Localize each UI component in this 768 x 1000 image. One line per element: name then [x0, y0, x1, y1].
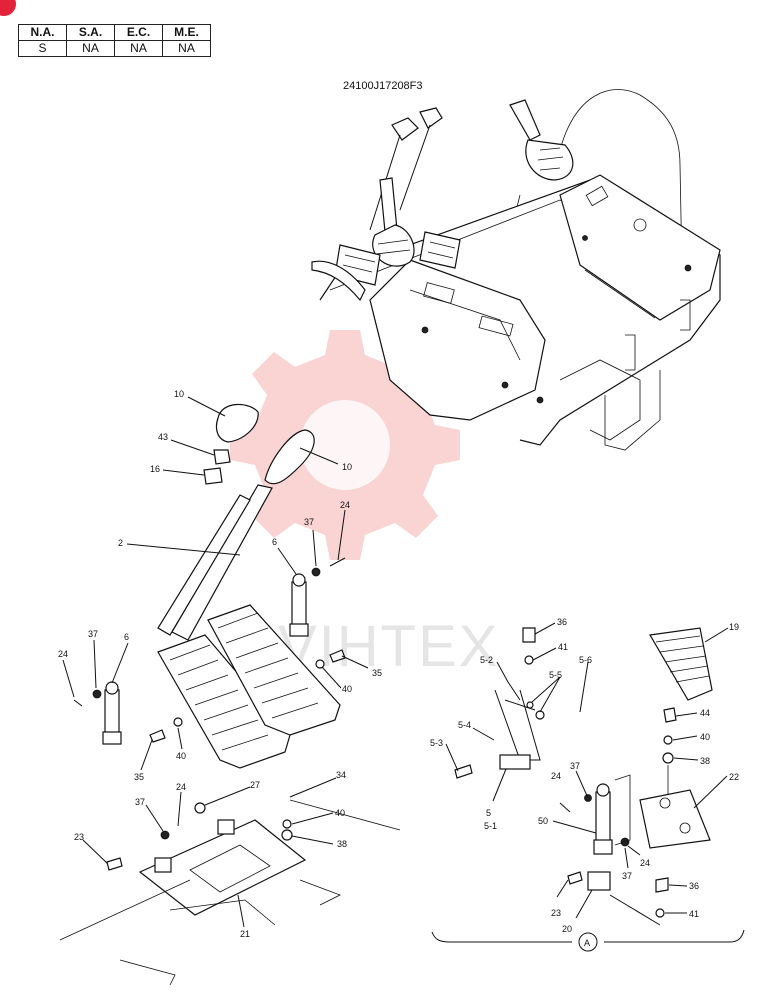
callout-20: 20 [562, 924, 572, 934]
callout-6-right: 6 [272, 537, 277, 547]
corner-badge [0, 0, 16, 16]
callout-38-detail: 38 [700, 756, 710, 766]
callout-40-detail: 40 [700, 732, 710, 742]
callout-36-top: 36 [557, 617, 567, 627]
callout-5: 5 [486, 808, 491, 818]
callout-labels: 10 43 16 10 24 37 2 6 6 37 24 35 40 40 3… [58, 389, 739, 939]
callout-24-plate: 24 [176, 782, 186, 792]
callout-37-left: 37 [88, 629, 98, 639]
market-value-sa: NA [66, 40, 115, 57]
callout-37-lower: 37 [622, 871, 632, 881]
callout-5-4: 5-4 [458, 720, 471, 730]
callout-40-left: 40 [176, 751, 186, 761]
callout-5-3: 5-3 [430, 738, 443, 748]
callout-36-lower: 36 [689, 881, 699, 891]
detail-a-assembly: A [431, 627, 745, 952]
callout-40-right: 40 [342, 684, 352, 694]
callout-5-6: 5-6 [579, 655, 592, 665]
callout-5-1: 5-1 [484, 821, 497, 831]
callout-34: 34 [336, 770, 346, 780]
callout-37-detail: 37 [570, 761, 580, 771]
callout-38-plate: 38 [337, 839, 347, 849]
callout-5-5: 5-5 [549, 670, 562, 680]
callout-50: 50 [538, 816, 548, 826]
callout-24-detail: 24 [551, 771, 561, 781]
market-availability-table: N.A. S.A. E.C. M.E. S NA NA NA [18, 24, 211, 57]
callout-24-upper: 24 [340, 500, 350, 510]
callout-23-detail: 23 [551, 908, 561, 918]
callout-21: 21 [240, 929, 250, 939]
callout-44: 44 [700, 708, 710, 718]
market-header-row: N.A. S.A. E.C. M.E. [18, 24, 211, 41]
callout-35-right: 35 [372, 668, 382, 678]
cab-console-overview [311, 89, 721, 451]
watermark-text: VIHTEX [278, 614, 500, 679]
detail-a-marker [578, 932, 598, 952]
callout-35-left: 35 [134, 772, 144, 782]
drawing-code: 24100J17208F3 [343, 80, 423, 92]
callout-5-2: 5-2 [480, 655, 493, 665]
market-value-row: S NA NA NA [18, 40, 211, 57]
callout-2: 2 [118, 538, 123, 548]
detail-a-label: A [584, 938, 590, 948]
callout-10-knob: 10 [342, 462, 352, 472]
callout-22: 22 [729, 772, 739, 782]
callout-23-plate: 23 [74, 832, 84, 842]
market-value-na: S [18, 40, 67, 57]
market-header-sa: S.A. [66, 24, 115, 41]
callout-16: 16 [150, 464, 160, 474]
travel-lever-assembly [73, 403, 346, 769]
market-value-me: NA [162, 40, 211, 57]
callout-37-upper: 37 [304, 517, 314, 527]
callout-27: 27 [250, 780, 260, 790]
callout-6-left: 6 [124, 632, 129, 642]
callout-40-plate: 40 [335, 808, 345, 818]
callout-37-plate: 37 [135, 797, 145, 807]
callout-24-lower: 24 [640, 858, 650, 868]
callout-43: 43 [158, 432, 168, 442]
floor-plate-assembly [59, 799, 401, 986]
callout-10-grip: 10 [174, 389, 184, 399]
callout-41-lower: 41 [689, 909, 699, 919]
callout-19: 19 [729, 622, 739, 632]
leader-lines [62, 396, 729, 928]
callout-41-top: 41 [558, 642, 568, 652]
callout-24-left: 24 [58, 649, 68, 659]
